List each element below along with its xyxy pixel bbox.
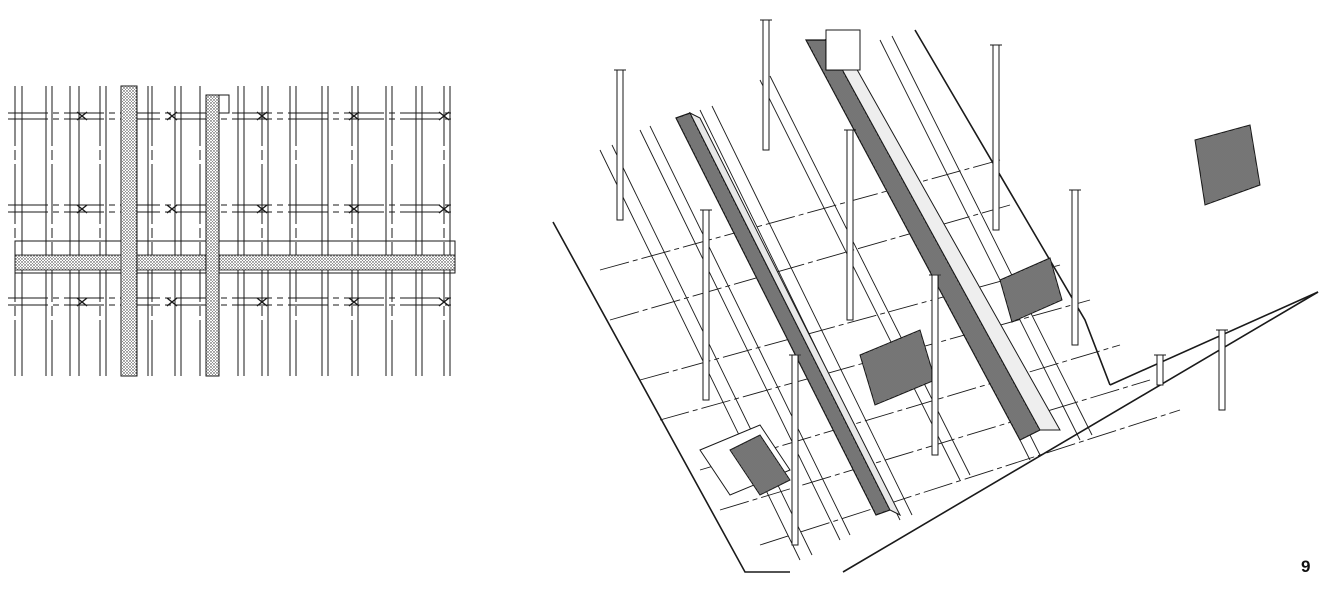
plan-column-marker: [166, 204, 178, 214]
plan-marker-stroke: [348, 297, 360, 307]
column-post: [760, 19, 772, 151]
slab-edge: [842, 291, 1319, 573]
plan-marker-stroke: [348, 204, 360, 214]
plan-column-marker: [76, 297, 88, 307]
slab-edge: [1109, 291, 1319, 386]
plan-column-marker: [438, 297, 450, 307]
plan-duct-cap: [218, 94, 230, 114]
plan-column-marker: [166, 297, 178, 307]
column-shaft: [846, 129, 854, 321]
column-posts: [614, 19, 1228, 546]
column-post: [614, 69, 626, 221]
duct-box-shaded: [1194, 124, 1261, 206]
plan-column-marker: [166, 111, 178, 121]
plan-marker-stroke: [438, 111, 450, 121]
plan-marker-stroke: [166, 297, 178, 307]
duct-top-box: [825, 29, 861, 71]
column-post: [1069, 189, 1081, 346]
duct-boxes: [675, 29, 1261, 517]
slab-edge: [914, 29, 1111, 386]
diagonal-beam: [891, 35, 1093, 436]
plan-column-markers: [76, 111, 450, 307]
diagonal-beam: [711, 105, 913, 516]
floor-slab-outline: [552, 29, 1319, 573]
diagonal-beam: [611, 144, 813, 556]
plan-column-marker: [348, 111, 360, 121]
duct-long-side: [824, 38, 1061, 431]
duct-box-shaded: [999, 257, 1063, 323]
plan-column-marker: [256, 111, 268, 121]
plan-marker-stroke: [76, 111, 88, 121]
plan-column-marker: [76, 204, 88, 214]
column-shaft: [992, 44, 1000, 231]
plan-marker-stroke: [348, 111, 360, 121]
plan-duct-runs: [14, 85, 456, 377]
column-shaft: [931, 274, 939, 456]
duct-box-shaded: [859, 329, 936, 406]
plan-marker-stroke: [438, 297, 450, 307]
column-shaft: [702, 209, 710, 401]
plan-column-marker: [348, 204, 360, 214]
plan-column-marker: [438, 204, 450, 214]
plan-marker-stroke: [256, 204, 268, 214]
column-post: [789, 354, 801, 546]
plan-column-marker: [256, 204, 268, 214]
column-shaft: [1218, 329, 1226, 411]
plan-marker-stroke: [256, 111, 268, 121]
plan-column-marker: [348, 297, 360, 307]
plan-marker-stroke: [256, 297, 268, 307]
column-post: [929, 274, 941, 456]
column-shaft: [762, 19, 770, 151]
column-post: [990, 44, 1002, 231]
plan-column-marker: [438, 111, 450, 121]
diagonal-beam: [639, 129, 841, 541]
plan-marker-stroke: [76, 204, 88, 214]
diagonal-beam: [759, 79, 961, 481]
plan-column-marker: [256, 297, 268, 307]
plan-marker-stroke: [438, 204, 450, 214]
column-post: [1216, 329, 1228, 411]
plan-column-marker: [76, 111, 88, 121]
plan-marker-stroke: [166, 204, 178, 214]
column-post: [1154, 354, 1166, 386]
diagonal-beam: [599, 149, 801, 561]
plan-marker-stroke: [166, 111, 178, 121]
column-shaft: [1156, 354, 1164, 386]
column-shaft: [616, 69, 624, 221]
slab-edge: [552, 221, 790, 573]
cross-beam: [639, 264, 1061, 381]
plan-duct-vertical: [120, 85, 138, 377]
plan-marker-stroke: [76, 297, 88, 307]
diagonal-beam: [879, 39, 1081, 441]
page-number: 9: [1301, 557, 1311, 576]
duct-box-shaded: [729, 434, 791, 496]
column-shaft: [1071, 189, 1079, 346]
cross-beam: [599, 159, 1001, 271]
column-shaft: [791, 354, 799, 546]
diagonal-beam: [649, 125, 851, 536]
plan-grid-lines: [8, 86, 456, 376]
duct-long-side: [688, 111, 902, 517]
cross-beam: [759, 409, 1181, 546]
cross-beam: [699, 344, 1121, 471]
column-post: [844, 129, 856, 321]
column-post: [700, 209, 712, 401]
